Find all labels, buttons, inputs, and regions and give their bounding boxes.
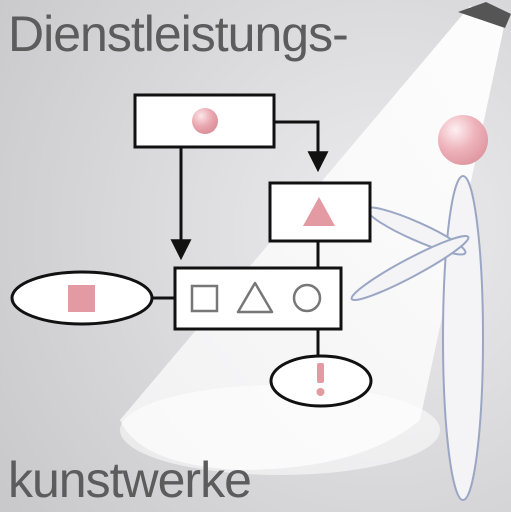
left-ellipse (10, 270, 154, 326)
circle-icon (192, 108, 218, 134)
title-line-1: Dienstleistungs- (8, 6, 349, 62)
top-box (133, 93, 276, 149)
title-line-2: kunstwerke (8, 452, 252, 508)
figure-body (442, 175, 484, 501)
triangle-outline-icon (236, 281, 274, 314)
center-box (173, 266, 343, 331)
exclamation-dot (316, 388, 325, 396)
figure-head (438, 115, 488, 165)
circle-outline-icon (292, 283, 322, 313)
bottom-ellipse (269, 354, 373, 408)
stick-figure-icon (350, 115, 488, 501)
spotlight-floor (120, 385, 440, 475)
exclamation-icon (317, 363, 324, 383)
middle-box (268, 181, 372, 243)
square-icon (68, 285, 95, 312)
spotlight-lamp-icon (458, 2, 511, 28)
connectors (152, 120, 329, 356)
triangle-icon (303, 197, 335, 226)
square-outline-icon (190, 284, 219, 313)
figure-arm-lower (350, 235, 470, 301)
arrow-top-to-middle (274, 120, 329, 173)
